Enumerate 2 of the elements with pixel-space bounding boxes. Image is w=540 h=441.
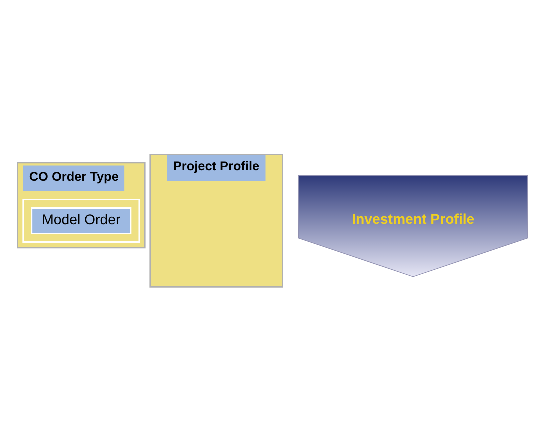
cluster	[22, 198, 140, 242]
node-box: Model Order	[31, 207, 132, 234]
